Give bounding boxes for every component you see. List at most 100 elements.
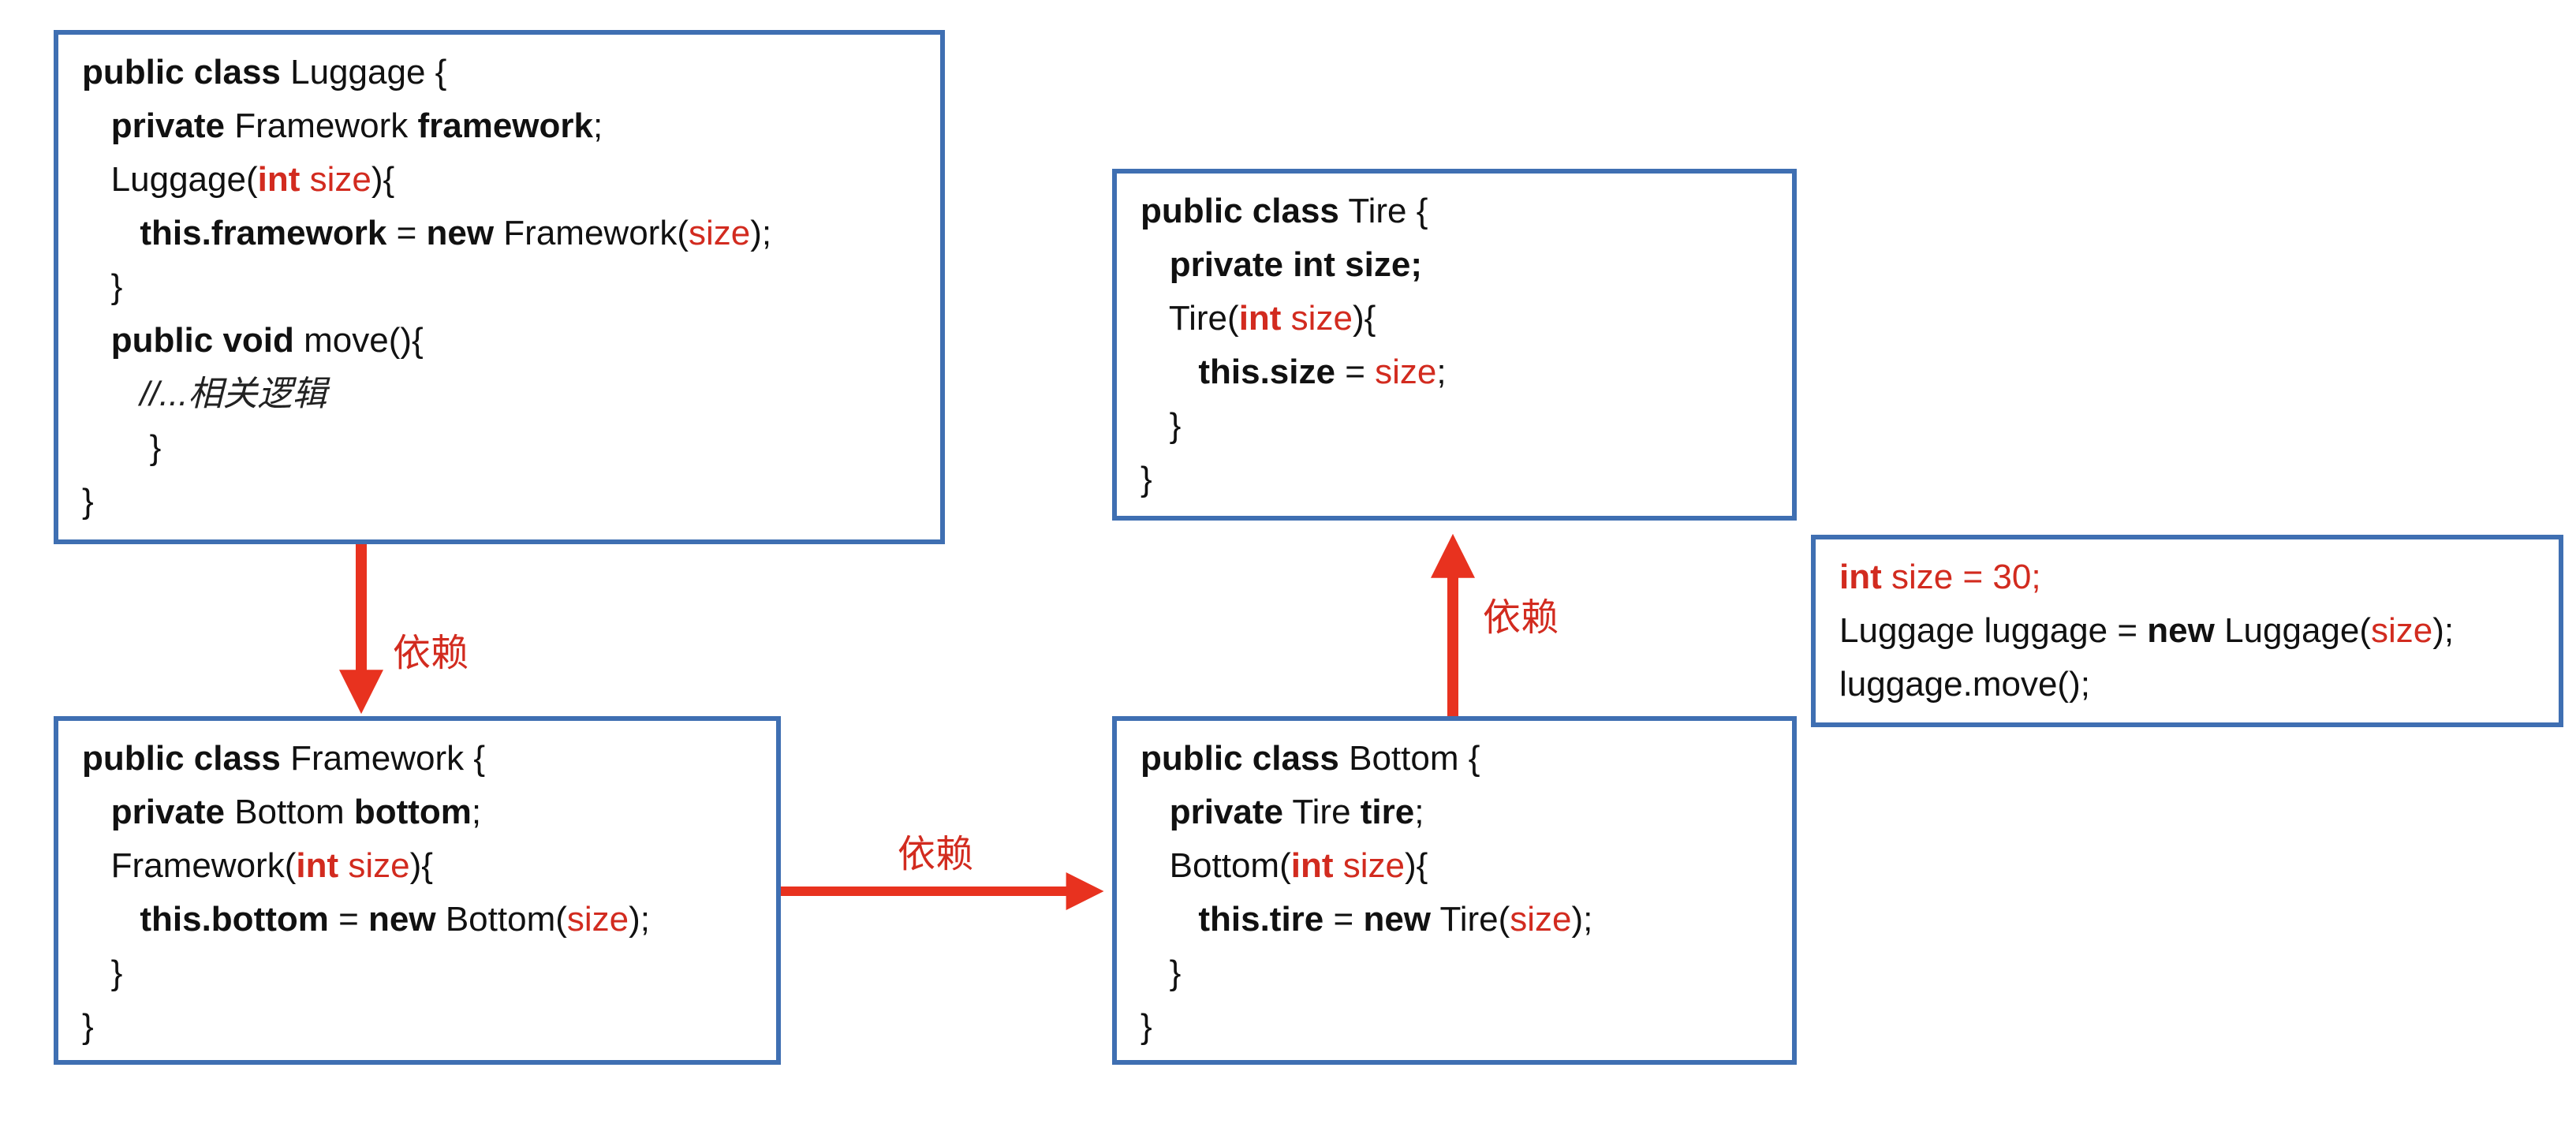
code-token: int — [1238, 299, 1282, 338]
code-token: size — [1375, 353, 1437, 391]
code-token: int — [1290, 846, 1334, 885]
code-token: = — [1323, 900, 1364, 939]
code-token — [1141, 245, 1170, 284]
code-token: size — [1333, 846, 1405, 885]
code-token: size — [1510, 900, 1572, 939]
code-token: ; — [1436, 353, 1447, 391]
luggage-class-box: public class Luggage { private Framework… — [54, 30, 945, 544]
code-token: public void — [110, 321, 294, 360]
code-token: ){ — [1352, 299, 1376, 338]
code-line: } — [82, 260, 940, 314]
code-token: Framework( — [494, 214, 689, 252]
code-token — [1141, 900, 1198, 939]
arrow-label-bottom-tire: 依赖 — [1483, 595, 1559, 640]
code-token: this.framework — [140, 214, 387, 252]
code-token: Bottom( — [1141, 846, 1291, 885]
code-token: } — [1141, 460, 1152, 498]
code-line: Tire(int size){ — [1141, 292, 1792, 345]
code-token: move(){ — [293, 321, 424, 360]
code-token: } — [1141, 1007, 1152, 1046]
code-token: Luggage { — [280, 53, 447, 91]
code-line: private int size; — [1141, 238, 1792, 292]
code-token: Tire { — [1338, 192, 1428, 230]
code-line: } — [82, 475, 940, 528]
code-token: Framework( — [82, 846, 297, 885]
code-line: Luggage luggage = new Luggage(size); — [1839, 604, 2559, 658]
code-token: this.bottom — [140, 900, 329, 939]
code-token: } — [82, 1007, 94, 1046]
code-token: size — [2371, 611, 2433, 650]
code-token: } — [82, 954, 123, 992]
code-line: private Framework framework; — [82, 99, 940, 153]
code-token: Bottom( — [435, 900, 567, 939]
code-token: Framework { — [280, 739, 486, 778]
code-line: public class Luggage { — [82, 46, 940, 99]
code-token: private — [110, 106, 225, 145]
code-token: new — [2147, 611, 2215, 650]
code-line: } — [1141, 453, 1792, 506]
code-token: //...相关逻辑 — [140, 375, 327, 413]
code-token — [82, 214, 140, 252]
code-token: new — [426, 214, 495, 252]
code-token: Bottom { — [1338, 739, 1480, 778]
code-token: new — [1363, 900, 1432, 939]
code-token: Tire( — [1431, 900, 1510, 939]
code-token: = — [1335, 353, 1376, 391]
code-token: ); — [629, 900, 651, 939]
code-token: size — [688, 214, 751, 252]
code-token: this.tire — [1198, 900, 1324, 939]
code-token: ); — [750, 214, 772, 252]
code-token: int — [257, 160, 301, 199]
code-line: private Tire tire; — [1141, 786, 1792, 839]
code-token: ){ — [409, 846, 433, 885]
code-line: //...相关逻辑 — [82, 368, 940, 421]
code-token: public class — [82, 53, 281, 91]
code-token — [1141, 793, 1170, 831]
code-token: ); — [2432, 611, 2455, 650]
code-token — [1141, 353, 1198, 391]
code-token: private — [1169, 793, 1283, 831]
code-token: public class — [82, 739, 281, 778]
code-token — [82, 375, 140, 413]
code-token — [82, 900, 140, 939]
code-token: } — [82, 428, 162, 467]
code-token: public class — [1141, 192, 1339, 230]
code-token: luggage.move(); — [1839, 665, 2090, 704]
code-line: this.bottom = new Bottom(size); — [82, 893, 776, 946]
code-token: framework — [417, 106, 594, 145]
code-token: this.size — [1198, 353, 1335, 391]
bottom-class-box: public class Bottom { private Tire tire;… — [1112, 716, 1797, 1065]
code-token: ; — [1414, 793, 1424, 831]
code-token: = — [328, 900, 369, 939]
code-token: tire — [1360, 793, 1415, 831]
code-token: = — [386, 214, 427, 252]
code-token — [82, 793, 111, 831]
code-token: Luggage( — [2214, 611, 2372, 650]
code-token: ){ — [371, 160, 395, 199]
code-token: ){ — [1404, 846, 1428, 885]
code-token: Tire( — [1141, 299, 1239, 338]
code-token: ; — [471, 793, 482, 831]
code-token: } — [82, 482, 94, 521]
code-line: } — [1141, 1000, 1792, 1054]
code-token: Tire — [1282, 793, 1361, 831]
code-token — [82, 106, 111, 145]
code-token: private int size; — [1169, 245, 1422, 284]
main-code-box: int size = 30;Luggage luggage = new Lugg… — [1811, 535, 2563, 727]
code-token: } — [1141, 406, 1182, 445]
code-line: public class Tire { — [1141, 185, 1792, 238]
code-line: } — [82, 1000, 776, 1054]
code-line: this.tire = new Tire(size); — [1141, 893, 1792, 946]
code-token: bottom — [353, 793, 472, 831]
code-line: } — [1141, 399, 1792, 453]
code-line: } — [1141, 946, 1792, 1000]
code-line: Bottom(int size){ — [1141, 839, 1792, 893]
framework-class-box: public class Framework { private Bottom … — [54, 716, 781, 1065]
code-token: Framework — [224, 106, 418, 145]
code-line: public void move(){ — [82, 314, 940, 368]
tire-class-box: public class Tire { private int size; Ti… — [1112, 169, 1797, 521]
code-token: } — [82, 267, 123, 306]
code-line: int size = 30; — [1839, 551, 2559, 604]
code-line: luggage.move(); — [1839, 658, 2559, 711]
